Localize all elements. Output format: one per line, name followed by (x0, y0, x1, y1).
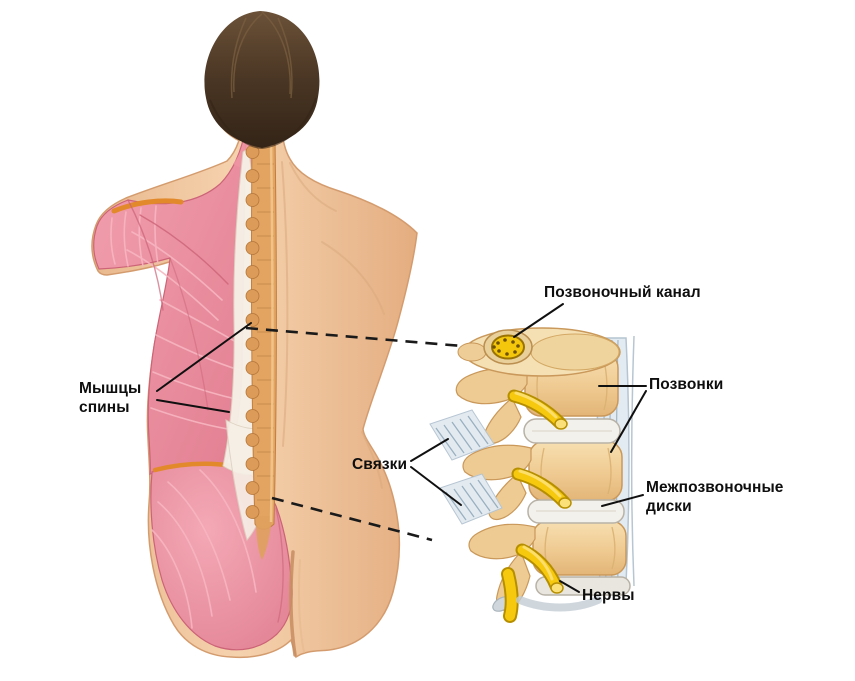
leader-vertebrae-2 (610, 390, 647, 453)
label-spinal-canal: Позвоночный канал (544, 284, 701, 301)
hair (204, 11, 320, 150)
vertebrae-inset (429, 327, 635, 623)
interspinous-ligament-art (429, 409, 503, 525)
label-back-muscles: Мышцы спины (79, 380, 141, 418)
nerves-art (501, 389, 602, 623)
muscle-separations (127, 199, 284, 623)
leader-lines (156, 303, 647, 593)
dashed-callout-lines (245, 326, 463, 542)
gluteal-cleft (289, 550, 305, 657)
nerve-cross-section-dots (492, 338, 520, 356)
leader-ligaments-1 (410, 438, 449, 462)
leader-back-muscles-1 (156, 322, 252, 392)
label-nerves: Нервы (582, 587, 635, 604)
label-discs-line1: Межпозвоночные (646, 479, 784, 496)
label-intervertebral-discs: Межпозвоночные диски (646, 479, 784, 517)
label-ligaments: Связки (352, 456, 408, 473)
human-back-figure (91, 11, 418, 659)
leader-nerves (559, 580, 580, 593)
label-back-muscles-line2: спины (79, 398, 130, 416)
skin-shading (281, 161, 385, 489)
label-discs-line2: диски (646, 497, 692, 515)
leader-discs (601, 494, 644, 507)
leader-back-muscles-2 (156, 399, 230, 413)
spinal-canal-art (457, 327, 621, 377)
spinous-processes (245, 145, 260, 519)
leader-ligaments-2 (410, 466, 462, 506)
spine-art (245, 139, 277, 560)
vertebral-processes-art (455, 368, 536, 612)
discs-art (523, 418, 631, 596)
label-vertebrae: Позвонки (649, 376, 724, 393)
muscle-striations (110, 205, 257, 629)
leader-spinal-canal (513, 303, 564, 338)
label-back-muscles-line1: Мышцы (79, 380, 142, 397)
dashed-callout-line-bottom (271, 496, 433, 542)
dashed-callout-line-top (245, 326, 463, 348)
